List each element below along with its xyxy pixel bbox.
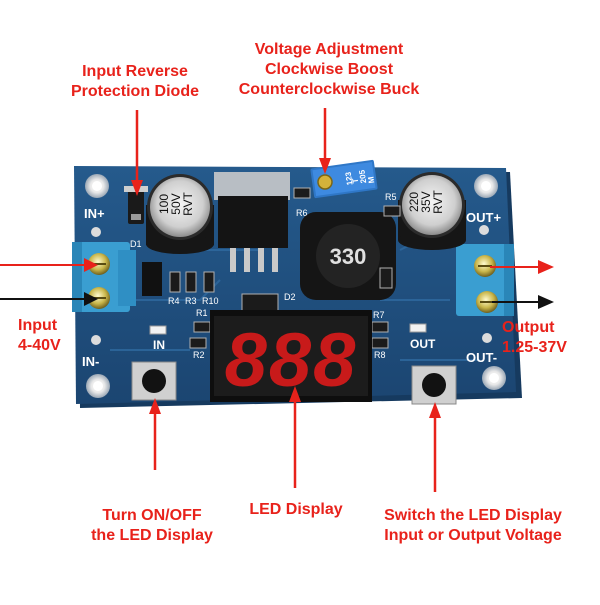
svg-text:R1: R1 bbox=[196, 308, 208, 318]
out-indicator-led bbox=[409, 323, 427, 333]
silk-in-plus: IN+ bbox=[84, 206, 105, 221]
silk-in-led: IN bbox=[153, 338, 165, 352]
in-indicator-led bbox=[149, 325, 167, 335]
inductor: 330 bbox=[300, 212, 396, 300]
input-capacitor: 100 50V RVT bbox=[146, 174, 214, 254]
mounting-holes bbox=[85, 174, 506, 398]
silk-in-minus: IN- bbox=[82, 354, 99, 369]
display-onoff-button bbox=[131, 361, 177, 401]
label-input: Input 4-40V bbox=[18, 317, 61, 354]
svg-text:50V: 50V bbox=[169, 193, 183, 214]
output-arrows bbox=[490, 260, 554, 309]
svg-text:D2: D2 bbox=[284, 292, 296, 302]
label-turn-onoff: Turn ON/OFF the LED Display bbox=[91, 507, 213, 544]
display-select-button bbox=[411, 365, 457, 405]
voltage-adjust-potentiometer: 123 T 205 M bbox=[310, 159, 378, 199]
regulator-ic bbox=[214, 172, 290, 272]
label-voltage-adjustment: Voltage Adjustment Clockwise Boost Count… bbox=[238, 41, 420, 98]
pointer-arrows bbox=[131, 108, 441, 492]
svg-text:D1: D1 bbox=[130, 239, 142, 249]
label-input-reverse-diode: Input Reverse Protection Diode bbox=[70, 63, 199, 100]
output-terminal-block bbox=[456, 244, 514, 316]
svg-text:123: 123 bbox=[344, 171, 355, 186]
svg-text:205: 205 bbox=[357, 169, 368, 184]
silk-out-minus: OUT- bbox=[466, 350, 497, 365]
inductor-value: 330 bbox=[330, 244, 367, 269]
svg-text:RVT: RVT bbox=[431, 189, 445, 213]
input-terminal-block bbox=[72, 242, 136, 312]
input-arrows bbox=[0, 258, 98, 306]
svg-text:35V: 35V bbox=[419, 191, 433, 212]
svg-text:T: T bbox=[351, 178, 361, 184]
svg-text:RVT: RVT bbox=[181, 191, 195, 215]
svg-text:M: M bbox=[366, 176, 376, 184]
silk-out-plus: OUT+ bbox=[466, 210, 501, 225]
label-output: Output 1.25-37V bbox=[502, 319, 567, 356]
svg-text:220: 220 bbox=[407, 192, 421, 212]
led-digits: 888 bbox=[225, 318, 358, 403]
svg-text:R5: R5 bbox=[385, 192, 397, 202]
svg-text:R6: R6 bbox=[296, 208, 308, 218]
svg-text:R7: R7 bbox=[373, 310, 385, 320]
svg-text:R2: R2 bbox=[193, 350, 205, 360]
svg-text:R4: R4 bbox=[168, 296, 180, 306]
svg-text:R10: R10 bbox=[202, 296, 219, 306]
smd-components bbox=[169, 187, 401, 349]
label-led-display: LED Display bbox=[249, 501, 343, 518]
label-switch-led: Switch the LED Display Input or Output V… bbox=[384, 507, 562, 544]
output-capacitor: 220 35V RVT bbox=[398, 172, 466, 250]
svg-text:R3: R3 bbox=[185, 296, 197, 306]
svg-text:100: 100 bbox=[157, 194, 171, 214]
svg-text:R8: R8 bbox=[374, 350, 386, 360]
led-display: 888 bbox=[210, 310, 372, 403]
silk-out-led: OUT bbox=[410, 337, 436, 351]
